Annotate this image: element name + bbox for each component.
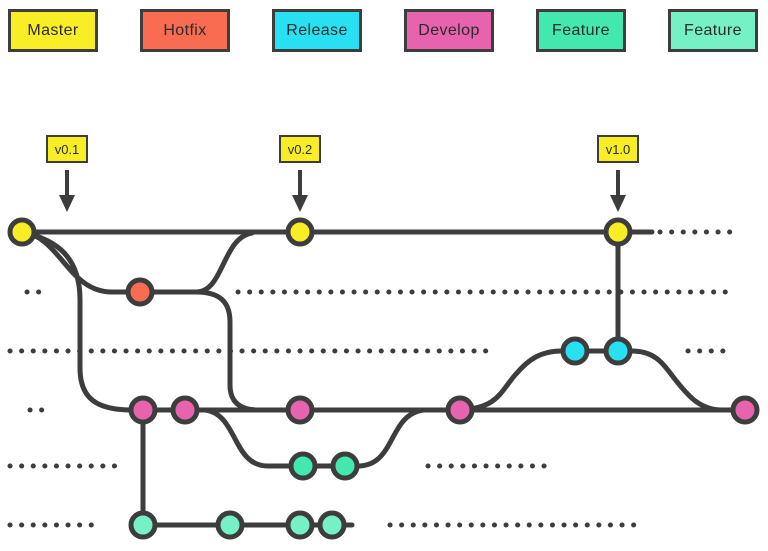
master-commit: [285, 217, 315, 247]
tag-arrow-v01: [59, 170, 75, 212]
version-tag-v01: v0.1: [46, 135, 88, 163]
version-tag-label: v0.1: [54, 141, 80, 157]
legend-item-develop: Develop: [404, 9, 494, 52]
branch-legend: Master Hotfix Release Develop Feature Feature: [8, 9, 758, 52]
legend-item-release: Release: [272, 9, 362, 52]
feature-commit: [330, 451, 360, 481]
develop-commit: [285, 395, 315, 425]
release-commit: [603, 336, 633, 366]
version-tag-v02: v0.2: [279, 135, 321, 163]
feature-2-commit: [215, 510, 245, 540]
feature-commit: [288, 451, 318, 481]
version-tag-v10: v1.0: [597, 135, 639, 163]
develop-commit: [170, 395, 200, 425]
commits: [7, 217, 760, 540]
tag-arrow-v02: [292, 170, 308, 212]
develop-line: [19, 229, 748, 413]
hotfix-branch-line: [19, 229, 255, 295]
arrow-down-icon: [610, 195, 626, 212]
arrow-down-icon: [59, 195, 75, 212]
version-tag-label: v0.2: [287, 141, 313, 157]
legend-label: Feature: [684, 21, 742, 39]
legend-label: Master: [27, 21, 79, 39]
branch-lines: [19, 229, 748, 528]
develop-commit: [445, 395, 475, 425]
legend-label: Release: [286, 21, 348, 39]
arrow-down-icon: [292, 195, 308, 212]
version-tag-label: v1.0: [605, 141, 631, 157]
develop-commit: [730, 395, 760, 425]
legend-label: Develop: [418, 21, 480, 39]
master-commit: [603, 217, 633, 247]
tag-arrow-v10: [610, 170, 626, 212]
legend-item-feature: Feature: [536, 9, 626, 52]
legend-item-master: Master: [8, 9, 98, 52]
tag-arrows: [59, 170, 626, 212]
master-commit: [7, 217, 37, 247]
feature-2-commit: [285, 510, 315, 540]
legend-item-feature-2: Feature: [668, 9, 758, 52]
feature-2-commit: [317, 510, 347, 540]
continuation-dots: [7, 229, 737, 528]
hotfix-commit: [125, 277, 155, 307]
legend-label: Feature: [552, 21, 610, 39]
legend-label: Hotfix: [163, 21, 207, 39]
release-commit: [560, 336, 590, 366]
develop-commit: [128, 395, 158, 425]
legend-item-hotfix: Hotfix: [140, 9, 230, 52]
feature-2-commit: [128, 510, 158, 540]
release-branch-line: [457, 348, 725, 413]
